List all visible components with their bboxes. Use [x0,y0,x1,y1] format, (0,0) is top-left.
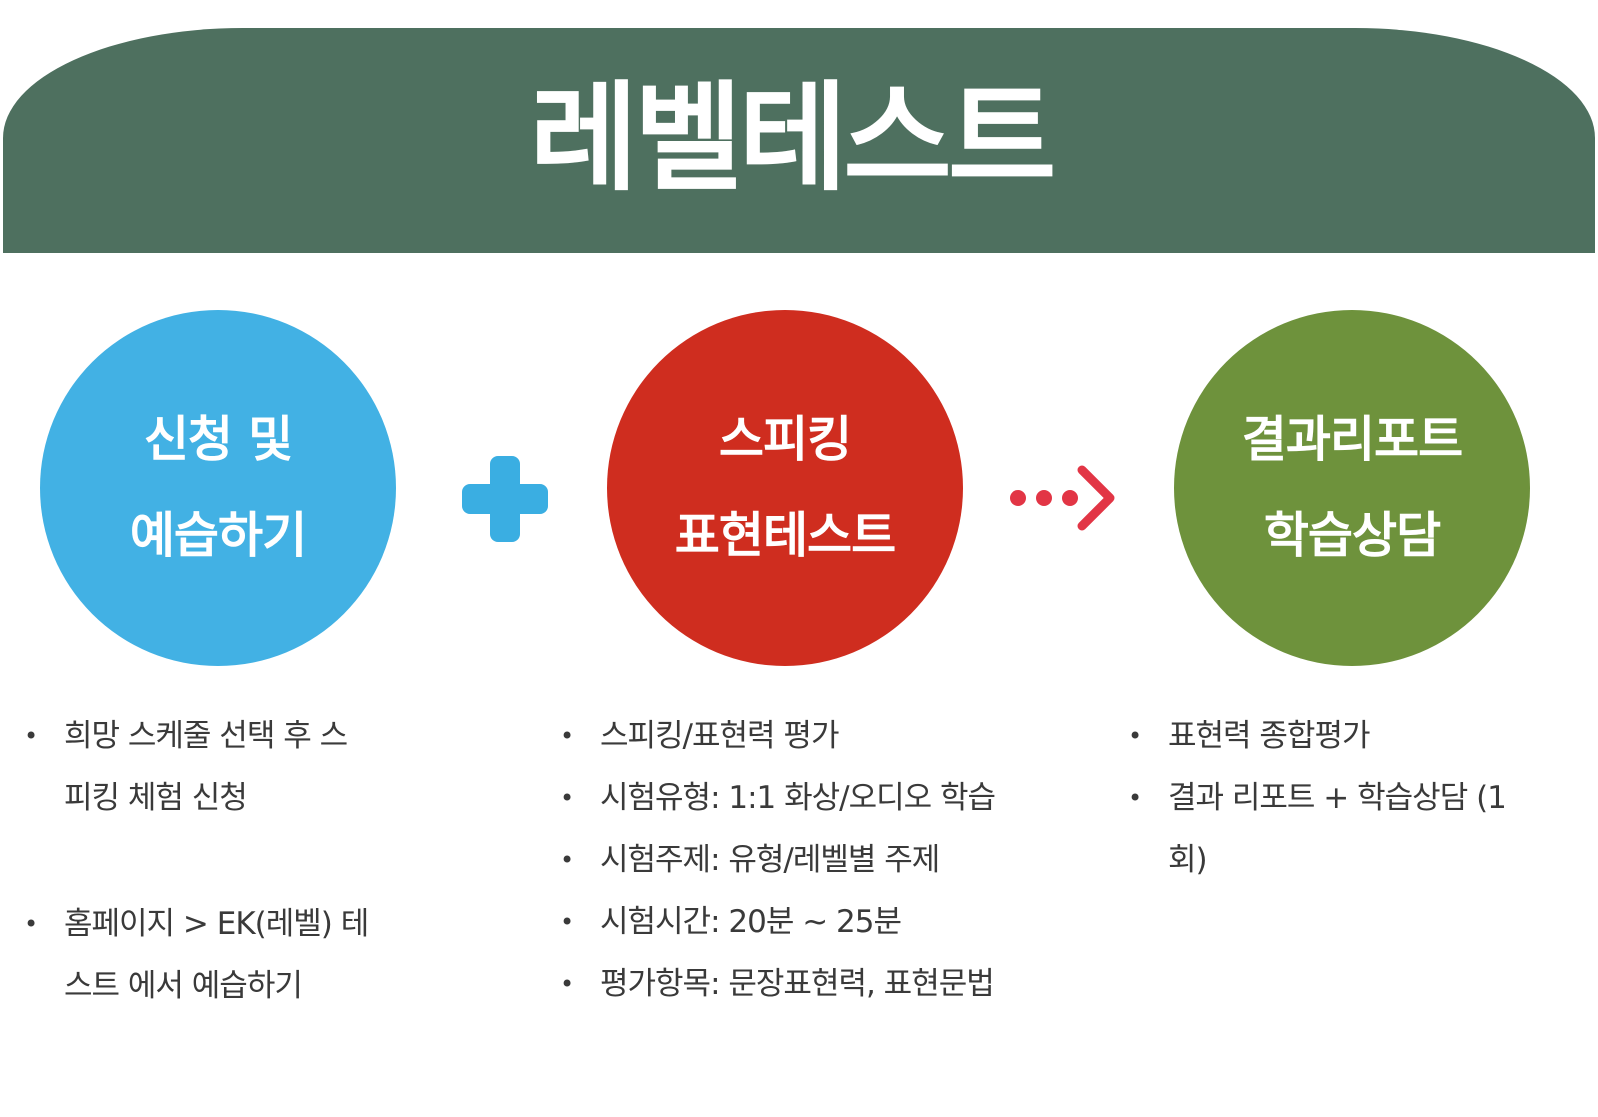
dotted-arrow-icon [1010,465,1115,531]
list-item: • 결과 리포트 + 학습상담 (1 회) [1124,767,1507,891]
list-item: • 희망 스케줄 선택 후 스 피킹 체험 신청 [20,705,368,829]
bullet-icon: • [24,910,38,938]
list-item: • 시험유형: 1:1 화상/오디오 학습 [556,767,996,829]
list-item-text-line1: 결과 리포트 + 학습상담 (1 [1168,780,1507,816]
list-item: • 시험주제: 유형/레벨별 주제 [556,829,995,891]
list-item-text: 시험시간: 20분 ~ 25분 [600,904,902,940]
bullet-icon: • [1128,784,1142,812]
step-result-label-line1: 결과리포트 [1241,411,1463,468]
list-item: • 시험시간: 20분 ~ 25분 [556,891,995,953]
header-banner: 레벨테스트 [3,28,1595,253]
step-apply-label-line1: 신청 및 [143,411,293,468]
apply-details-list: • 희망 스케줄 선택 후 스 피킹 체험 신청 • 홈페이지 > EK(레벨)… [20,705,369,1017]
list-item-text-line1: 희망 스케줄 선택 후 스 [64,718,348,754]
bullet-icon: • [560,784,574,812]
bullet-icon: • [560,970,574,998]
bullet-icon: • [1128,722,1142,750]
step-test-circle: 스피킹 표현테스트 [607,310,963,666]
step-test-label-line2: 표현테스트 [674,507,896,564]
plus-icon [462,456,548,542]
result-details-list: • 표현력 종합평가 • 결과 리포트 + 학습상담 (1 회) [1124,705,1507,891]
list-item-text-line1: 홈페이지 > EK(레벨) 테 [64,906,369,942]
list-item-text: 시험유형: 1:1 화상/오디오 학습 [600,780,996,816]
step-apply-label-line2: 예습하기 [129,507,307,564]
step-result-circle: 결과리포트 학습상담 [1174,310,1530,666]
list-item-text: 시험주제: 유형/레벨별 주제 [600,842,940,878]
page-title: 레벨테스트 [529,69,1057,207]
list-item: • 평가항목: 문장표현력, 표현문법 [556,953,995,1015]
step-test-label-line1: 스피킹 [718,411,852,468]
list-item-text: 표현력 종합평가 [1168,718,1370,754]
list-item-text-line2: 회) [1168,842,1208,878]
step-result-label-line2: 학습상담 [1263,507,1441,564]
list-item: • 표현력 종합평가 [1124,705,1506,767]
list-item-text-line2: 피킹 체험 신청 [64,780,248,816]
bullet-icon: • [560,846,574,874]
list-item-text-line2: 스트 에서 예습하기 [64,968,303,1004]
list-item-text: 평가항목: 문장표현력, 표현문법 [600,966,995,1002]
list-item: • 스피킹/표현력 평가 [556,705,995,767]
list-item-text: 스피킹/표현력 평가 [600,718,839,754]
bullet-icon: • [560,722,574,750]
list-item: • 홈페이지 > EK(레벨) 테 스트 에서 예습하기 [20,893,369,1017]
bullet-icon: • [560,908,574,936]
step-apply-circle: 신청 및 예습하기 [40,310,396,666]
test-details-list: • 스피킹/표현력 평가 • 시험유형: 1:1 화상/오디오 학습 • 시험주… [556,705,996,1015]
bullet-icon: • [24,722,38,750]
